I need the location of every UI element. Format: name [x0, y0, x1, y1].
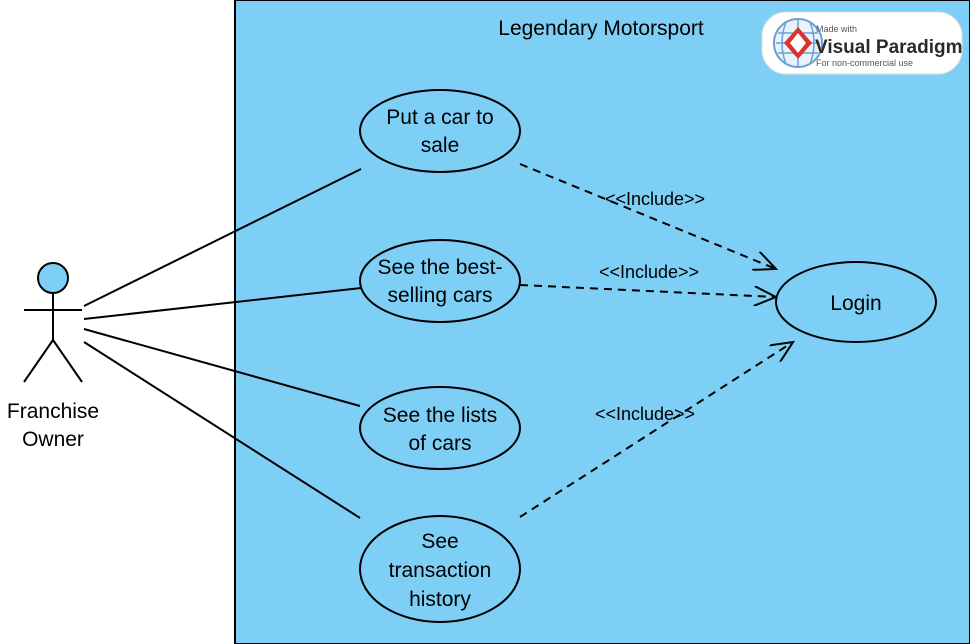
use-case-ellipse: [359, 239, 521, 323]
actor-right-leg: [52, 339, 83, 383]
actor-franchise-owner[interactable]: Franchise Owner: [7, 262, 99, 451]
include-label-1: <<Include>>: [605, 189, 705, 209]
watermark-note: For non-commercial use: [816, 58, 913, 68]
use-case-ellipse: [775, 261, 937, 343]
use-case-label-line2: of cars: [408, 432, 471, 455]
use-case-label-line2: selling cars: [387, 284, 492, 307]
actor-left-leg: [23, 339, 54, 383]
use-case-transaction-history[interactable]: See transaction history: [359, 515, 521, 623]
use-case-label-line3: history: [409, 588, 471, 611]
association-best-selling[interactable]: [83, 287, 362, 320]
actor-name-line2: Owner: [22, 428, 84, 451]
use-case-label-line1: See: [421, 530, 458, 553]
use-case-lists-of-cars[interactable]: See the lists of cars: [359, 386, 521, 470]
include-arrow-best-selling[interactable]: [519, 284, 776, 297]
use-case-label-line2: sale: [421, 134, 460, 157]
use-case-label-line2: transaction: [389, 559, 492, 582]
use-case-ellipse: [359, 386, 521, 470]
watermark-made-with: Made with: [816, 24, 857, 34]
actor-name-line1: Franchise: [7, 400, 99, 423]
use-case-label-line1: See the lists: [383, 404, 497, 427]
visual-paradigm-watermark: Made with Visual Paradigm For non-commer…: [761, 11, 963, 75]
include-arrow-put-car[interactable]: [519, 163, 776, 269]
actor-head: [37, 262, 69, 294]
use-case-ellipse: [359, 89, 521, 173]
include-label-3: <<Include>>: [595, 404, 695, 424]
system-title: Legendary Motorsport: [498, 17, 704, 40]
association-put-car[interactable]: [83, 168, 362, 307]
visual-paradigm-logo-icon: [773, 18, 823, 68]
use-case-ellipse: [359, 515, 521, 623]
use-case-label-line1: Put a car to: [386, 106, 493, 129]
association-history[interactable]: [83, 341, 361, 519]
include-arrow-history[interactable]: [519, 342, 793, 518]
association-lists[interactable]: [83, 328, 361, 407]
use-case-label: Login: [830, 292, 881, 315]
use-case-login[interactable]: Login: [775, 261, 937, 343]
include-label-2: <<Include>>: [599, 262, 699, 282]
watermark-brand: Visual Paradigm: [815, 37, 963, 58]
use-case-label-line1: See the best-: [378, 256, 503, 279]
use-case-put-car-to-sale[interactable]: Put a car to sale: [359, 89, 521, 173]
use-case-best-selling-cars[interactable]: See the best- selling cars: [359, 239, 521, 323]
